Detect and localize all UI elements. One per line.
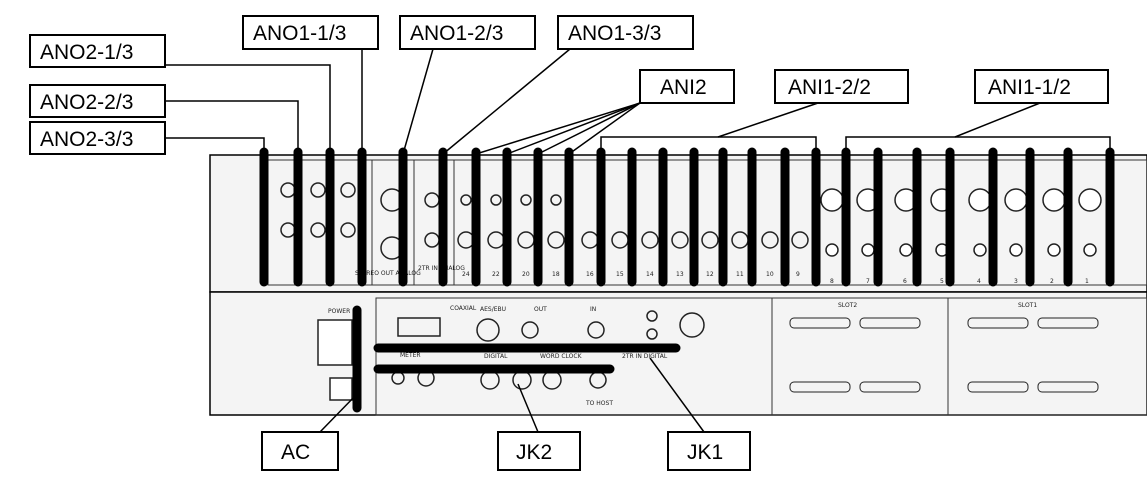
input-number: 18 <box>552 271 560 278</box>
digital-label: DIGITAL <box>484 353 508 360</box>
callout-ano2-1: ANO2-1/3 <box>29 34 166 68</box>
input-number: 24 <box>462 271 470 278</box>
callout-label: ANO1-3/3 <box>568 22 661 45</box>
callout-ac: AC <box>261 431 339 471</box>
stereo-out-label: STEREO OUT ANALOG <box>355 270 421 277</box>
callout-ano1-1: ANO1-1/3 <box>242 15 379 50</box>
callout-label: ANO2-2/3 <box>40 91 133 114</box>
wc-in-label: IN <box>590 306 596 313</box>
input-number: 4 <box>977 278 981 285</box>
callout-label: ANO1-2/3 <box>410 22 503 45</box>
callout-ano2-2: ANO2-2/3 <box>29 84 166 118</box>
callout-label: ANO2-3/3 <box>40 128 133 151</box>
digital-section <box>391 310 705 390</box>
callout-ani1-1: ANI1-1/2 <box>974 69 1109 104</box>
callout-label: AC <box>281 441 310 464</box>
input-number: 13 <box>676 271 684 278</box>
callout-label: ANO2-1/3 <box>40 41 133 64</box>
input-number: 15 <box>616 271 624 278</box>
word-clock-label: WORD CLOCK <box>540 353 583 360</box>
slot2-label-top: SLOT2 <box>838 302 857 309</box>
callout-label: ANI1-1/2 <box>988 76 1071 99</box>
input-number: 7 <box>866 278 870 285</box>
coaxial-label: COAXIAL <box>450 305 477 312</box>
input-number: 9 <box>796 271 800 278</box>
callout-jk2: JK2 <box>497 431 581 471</box>
lower-chassis: POWER <box>209 291 1147 416</box>
input-numbers: 24 22 20 18 16 15 14 13 12 11 10 9 8 7 6… <box>462 271 1089 285</box>
callout-label: JK2 <box>516 441 552 464</box>
callout-ani1-2: ANI1-2/2 <box>774 69 909 104</box>
input-number: 20 <box>522 271 530 278</box>
meter-label: METER <box>400 352 421 359</box>
input-number: 2 <box>1050 278 1054 285</box>
input-number: 22 <box>492 271 500 278</box>
callout-ani2: ANI2 <box>639 69 735 104</box>
callout-ano2-3: ANO2-3/3 <box>29 121 166 155</box>
input-number: 10 <box>766 271 774 278</box>
input-number: 12 <box>706 271 714 278</box>
input-number: 14 <box>646 271 654 278</box>
input-number: 8 <box>830 278 834 285</box>
2tr-in-digital-label: 2TR IN DIGITAL <box>622 353 668 360</box>
slot1-label-top: SLOT1 <box>1018 302 1037 309</box>
ac-inlet <box>329 377 353 401</box>
input-number: 11 <box>736 271 744 278</box>
input-number: 3 <box>1014 278 1018 285</box>
expansion-slots <box>789 317 1099 393</box>
input-number: 6 <box>903 278 907 285</box>
callout-label: ANI1-2/2 <box>788 76 871 99</box>
cable-bars <box>259 147 1115 413</box>
callout-ano1-2: ANO1-2/3 <box>399 15 536 50</box>
power-label: POWER <box>328 308 350 315</box>
input-number: 16 <box>586 271 594 278</box>
callout-label: ANO1-1/3 <box>253 22 346 45</box>
wc-out-label: OUT <box>534 306 547 313</box>
power-switch <box>317 319 353 366</box>
callout-label: JK1 <box>687 441 723 464</box>
to-host-label: TO HOST <box>585 400 613 407</box>
input-number: 5 <box>940 278 944 285</box>
callout-jk1: JK1 <box>667 431 751 471</box>
callout-label: ANI2 <box>660 76 707 99</box>
callout-ano1-3: ANO1-3/3 <box>557 15 694 50</box>
aes-ebu-label: AES/EBU <box>480 306 506 313</box>
leader-lines <box>165 48 1111 433</box>
input-number: 1 <box>1085 278 1089 285</box>
